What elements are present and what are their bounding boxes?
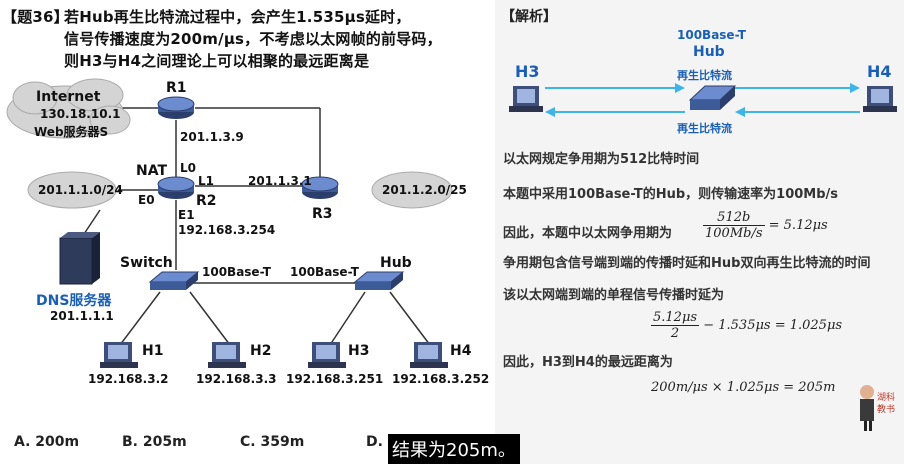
- formula-max-distance: 200m/μs × 1.025μs = 205m: [651, 380, 836, 395]
- host-h4-ip: 192.168.3.252: [392, 372, 490, 386]
- hub-icon: [353, 271, 405, 290]
- nat-label: NAT: [136, 163, 168, 179]
- lan-cloud-right-shape: [371, 171, 453, 209]
- internet-ip: 130.18.10.1: [40, 107, 121, 121]
- option-c[interactable]: C. 359m: [240, 434, 305, 450]
- analysis-hub-icon: [688, 85, 737, 110]
- question-panel: 【题36】 若Hub再生比特流过程中，会产生1.535μs延时， 信号传播速度为…: [2, 8, 490, 450]
- formula-one-way-delay: 5.12μs 2 − 1.535μs = 1.025μs: [651, 310, 842, 341]
- router-r3-icon: [301, 176, 339, 199]
- question-line-2: 信号传播速度为200m/μs，不考虑以太网帧的前导码，: [64, 30, 442, 48]
- host-h2-name: H2: [250, 343, 272, 359]
- analysis-line-6: 因此，H3到H4的最远距离为: [503, 355, 673, 370]
- r2-e1-ip: 192.168.3.254: [178, 223, 276, 237]
- video-subtitle: 结果为205m。: [388, 434, 520, 464]
- analysis-hub-label: Hub: [693, 44, 725, 60]
- formula-1-result: = 5.12μs: [768, 218, 828, 233]
- analysis-line-1: 以太网规定争用期为512比特时间: [503, 152, 700, 167]
- lan-cloud-left-shape: [27, 171, 117, 209]
- r2-label: R2: [196, 193, 217, 209]
- analysis-hub-type: 100Base-T: [677, 28, 746, 42]
- router-r2-icon: [157, 176, 195, 199]
- host-h1-name: H1: [142, 343, 164, 359]
- formula-1-numerator: 512b: [703, 210, 765, 226]
- dns-server-icon: [59, 232, 100, 285]
- analysis-line-4: 争用期包含信号端到端的传播时延和Hub双向再生比特流的时间: [503, 256, 871, 271]
- host-h3-name: H3: [348, 343, 370, 359]
- formula-2-numerator: 5.12μs: [651, 310, 700, 326]
- r1-label: R1: [166, 80, 187, 96]
- analysis-line-5: 该以太网端到端的单程信号传播时延为: [503, 288, 725, 303]
- analysis-h4-icon: [863, 86, 897, 112]
- router-r1-icon: [157, 96, 195, 119]
- e0-label: E0: [138, 193, 155, 207]
- host-h3-ip: 192.168.3.251: [286, 372, 384, 386]
- link-hub-h4: [389, 291, 431, 346]
- dns-ip: 201.1.1.1: [50, 309, 114, 323]
- link2-label: 100Base-T: [290, 265, 359, 279]
- option-b[interactable]: B. 205m: [122, 434, 187, 450]
- r3-label: R3: [312, 206, 333, 222]
- hub-diagram: [509, 83, 897, 117]
- question-line-1: 若Hub再生比特流过程中，会产生1.535μs延时，: [64, 8, 411, 26]
- l1-label: L1: [198, 174, 214, 188]
- teacher-label-1: 湖科: [877, 393, 896, 403]
- host-h1-ip: 192.168.3.2: [88, 372, 169, 386]
- option-a[interactable]: A. 200m: [14, 434, 80, 450]
- switch-icon: [148, 271, 200, 290]
- switch-label: Switch: [120, 255, 173, 271]
- network-diagram: [6, 78, 453, 368]
- internet-server-label: Web服务器S: [34, 125, 109, 139]
- host-h3-icon: [308, 342, 346, 368]
- link-hub-h3: [329, 291, 366, 346]
- r1-ip: 201.1.3.9: [180, 130, 244, 144]
- e1-label: E1: [178, 208, 195, 222]
- link1-label: 100Base-T: [202, 265, 271, 279]
- regen-bottom-label: 再生比特流: [677, 122, 732, 135]
- r3-ip: 201.1.3.1: [248, 174, 312, 188]
- analysis-h4-label: H4: [867, 62, 892, 81]
- teacher-label-2: 教书: [877, 405, 896, 415]
- analysis-h3-icon: [509, 86, 543, 112]
- internet-label: Internet: [36, 89, 101, 105]
- formula-2-rest: − 1.535μs = 1.025μs: [703, 318, 843, 333]
- l0-label: L0: [180, 161, 196, 175]
- link-switch-h2: [189, 291, 231, 346]
- analysis-panel: 【解析】 100Base-T Hub H3 H4 再生比特流 再生比特流 以太网…: [495, 0, 904, 464]
- question-tag: 【题36】: [2, 8, 69, 26]
- host-h4-icon: [410, 342, 448, 368]
- analysis-h3-label: H3: [515, 62, 540, 81]
- teacher-avatar: 湖科 教书: [855, 380, 895, 432]
- link-switch-h1: [119, 291, 161, 346]
- dns-label: DNS服务器: [36, 293, 112, 309]
- host-h2-ip: 192.168.3.3: [196, 372, 277, 386]
- cloud-right-label: 201.1.2.0/25: [382, 183, 467, 197]
- formula-2-denominator: 2: [670, 326, 680, 341]
- cloud-left-label: 201.1.1.0/24: [38, 183, 123, 197]
- formula-1-denominator: 100Mb/s: [705, 226, 763, 241]
- host-h2-icon: [208, 342, 246, 368]
- regen-top-label: 再生比特流: [677, 69, 732, 82]
- analysis-line-3: 因此，本题中以太网争用期为: [503, 226, 673, 241]
- arrow-h3-to-h4-top: [545, 83, 860, 93]
- question-line-3: 则H3与H4之间理论上可以相聚的最远距离是: [64, 52, 370, 70]
- host-h4-name: H4: [450, 343, 472, 359]
- hub-label: Hub: [380, 255, 412, 271]
- formula-contention-period: 512b 100Mb/s = 5.12μs: [703, 210, 828, 241]
- analysis-header: 【解析】: [501, 9, 557, 25]
- analysis-line-2: 本题中采用100Base-T的Hub，则传输速率为100Mb/s: [503, 187, 839, 202]
- host-h1-icon: [100, 342, 138, 368]
- arrow-h4-to-h3-bottom: [545, 107, 860, 117]
